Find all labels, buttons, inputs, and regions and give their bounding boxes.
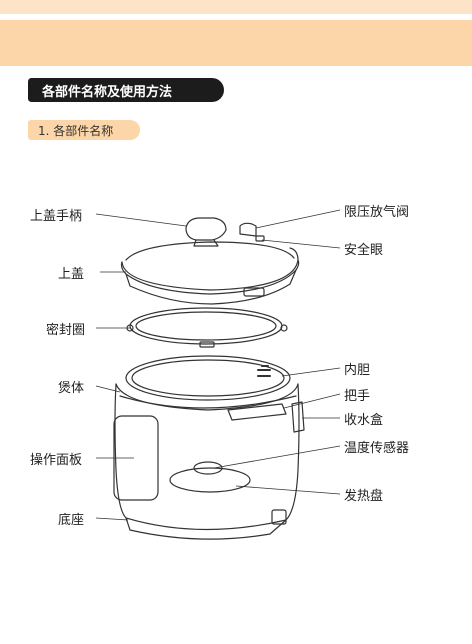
label-handle: 把手 xyxy=(344,389,371,404)
lid-top xyxy=(125,241,295,261)
label-water-box: 收水盒 xyxy=(344,413,384,428)
top-stripe xyxy=(0,0,472,14)
label-lid: 上盖 xyxy=(58,267,85,282)
body-top-rim xyxy=(115,383,299,411)
subsection-title: 1. 各部件名称 xyxy=(28,120,140,140)
inner-pot-rim xyxy=(125,355,291,401)
safety-hole-shape xyxy=(255,235,265,242)
lid-handle-shape xyxy=(185,217,227,241)
label-control-panel: 操作面板 xyxy=(30,453,83,468)
seal-ring-inner xyxy=(135,311,277,341)
label-lid-handle: 上盖手柄 xyxy=(30,209,83,224)
subsection-title-text: 1. 各部件名称 xyxy=(38,123,114,138)
pressure-valve-shape xyxy=(239,222,257,237)
seal-ring-outer xyxy=(129,307,283,345)
lid-latch xyxy=(243,287,265,297)
top-band xyxy=(0,20,472,66)
temp-sensor-shape xyxy=(193,461,223,475)
water-box-shape xyxy=(291,401,305,433)
heating-plate-shape xyxy=(169,467,251,493)
lid-lower xyxy=(125,269,297,305)
lid-rim xyxy=(121,247,299,291)
label-base: 底座 xyxy=(58,513,85,528)
label-body: 煲体 xyxy=(58,381,85,396)
label-pressure-valve: 限压放气阀 xyxy=(344,205,410,220)
label-heating-plate: 发热盘 xyxy=(344,489,384,504)
body-outline xyxy=(114,383,300,531)
label-safety-hole: 安全眼 xyxy=(344,243,384,258)
lid-edge xyxy=(120,259,300,295)
section-title: 各部件名称及使用方法 xyxy=(28,78,224,102)
base-shape xyxy=(125,517,287,540)
section-title-text: 各部件名称及使用方法 xyxy=(42,84,173,100)
label-seal-ring: 密封圈 xyxy=(46,323,86,338)
top-gap xyxy=(0,14,472,20)
label-temp-sensor: 温度传感器 xyxy=(344,441,410,456)
side-handle-shape xyxy=(227,403,287,421)
label-inner-pot: 内胆 xyxy=(344,363,371,378)
